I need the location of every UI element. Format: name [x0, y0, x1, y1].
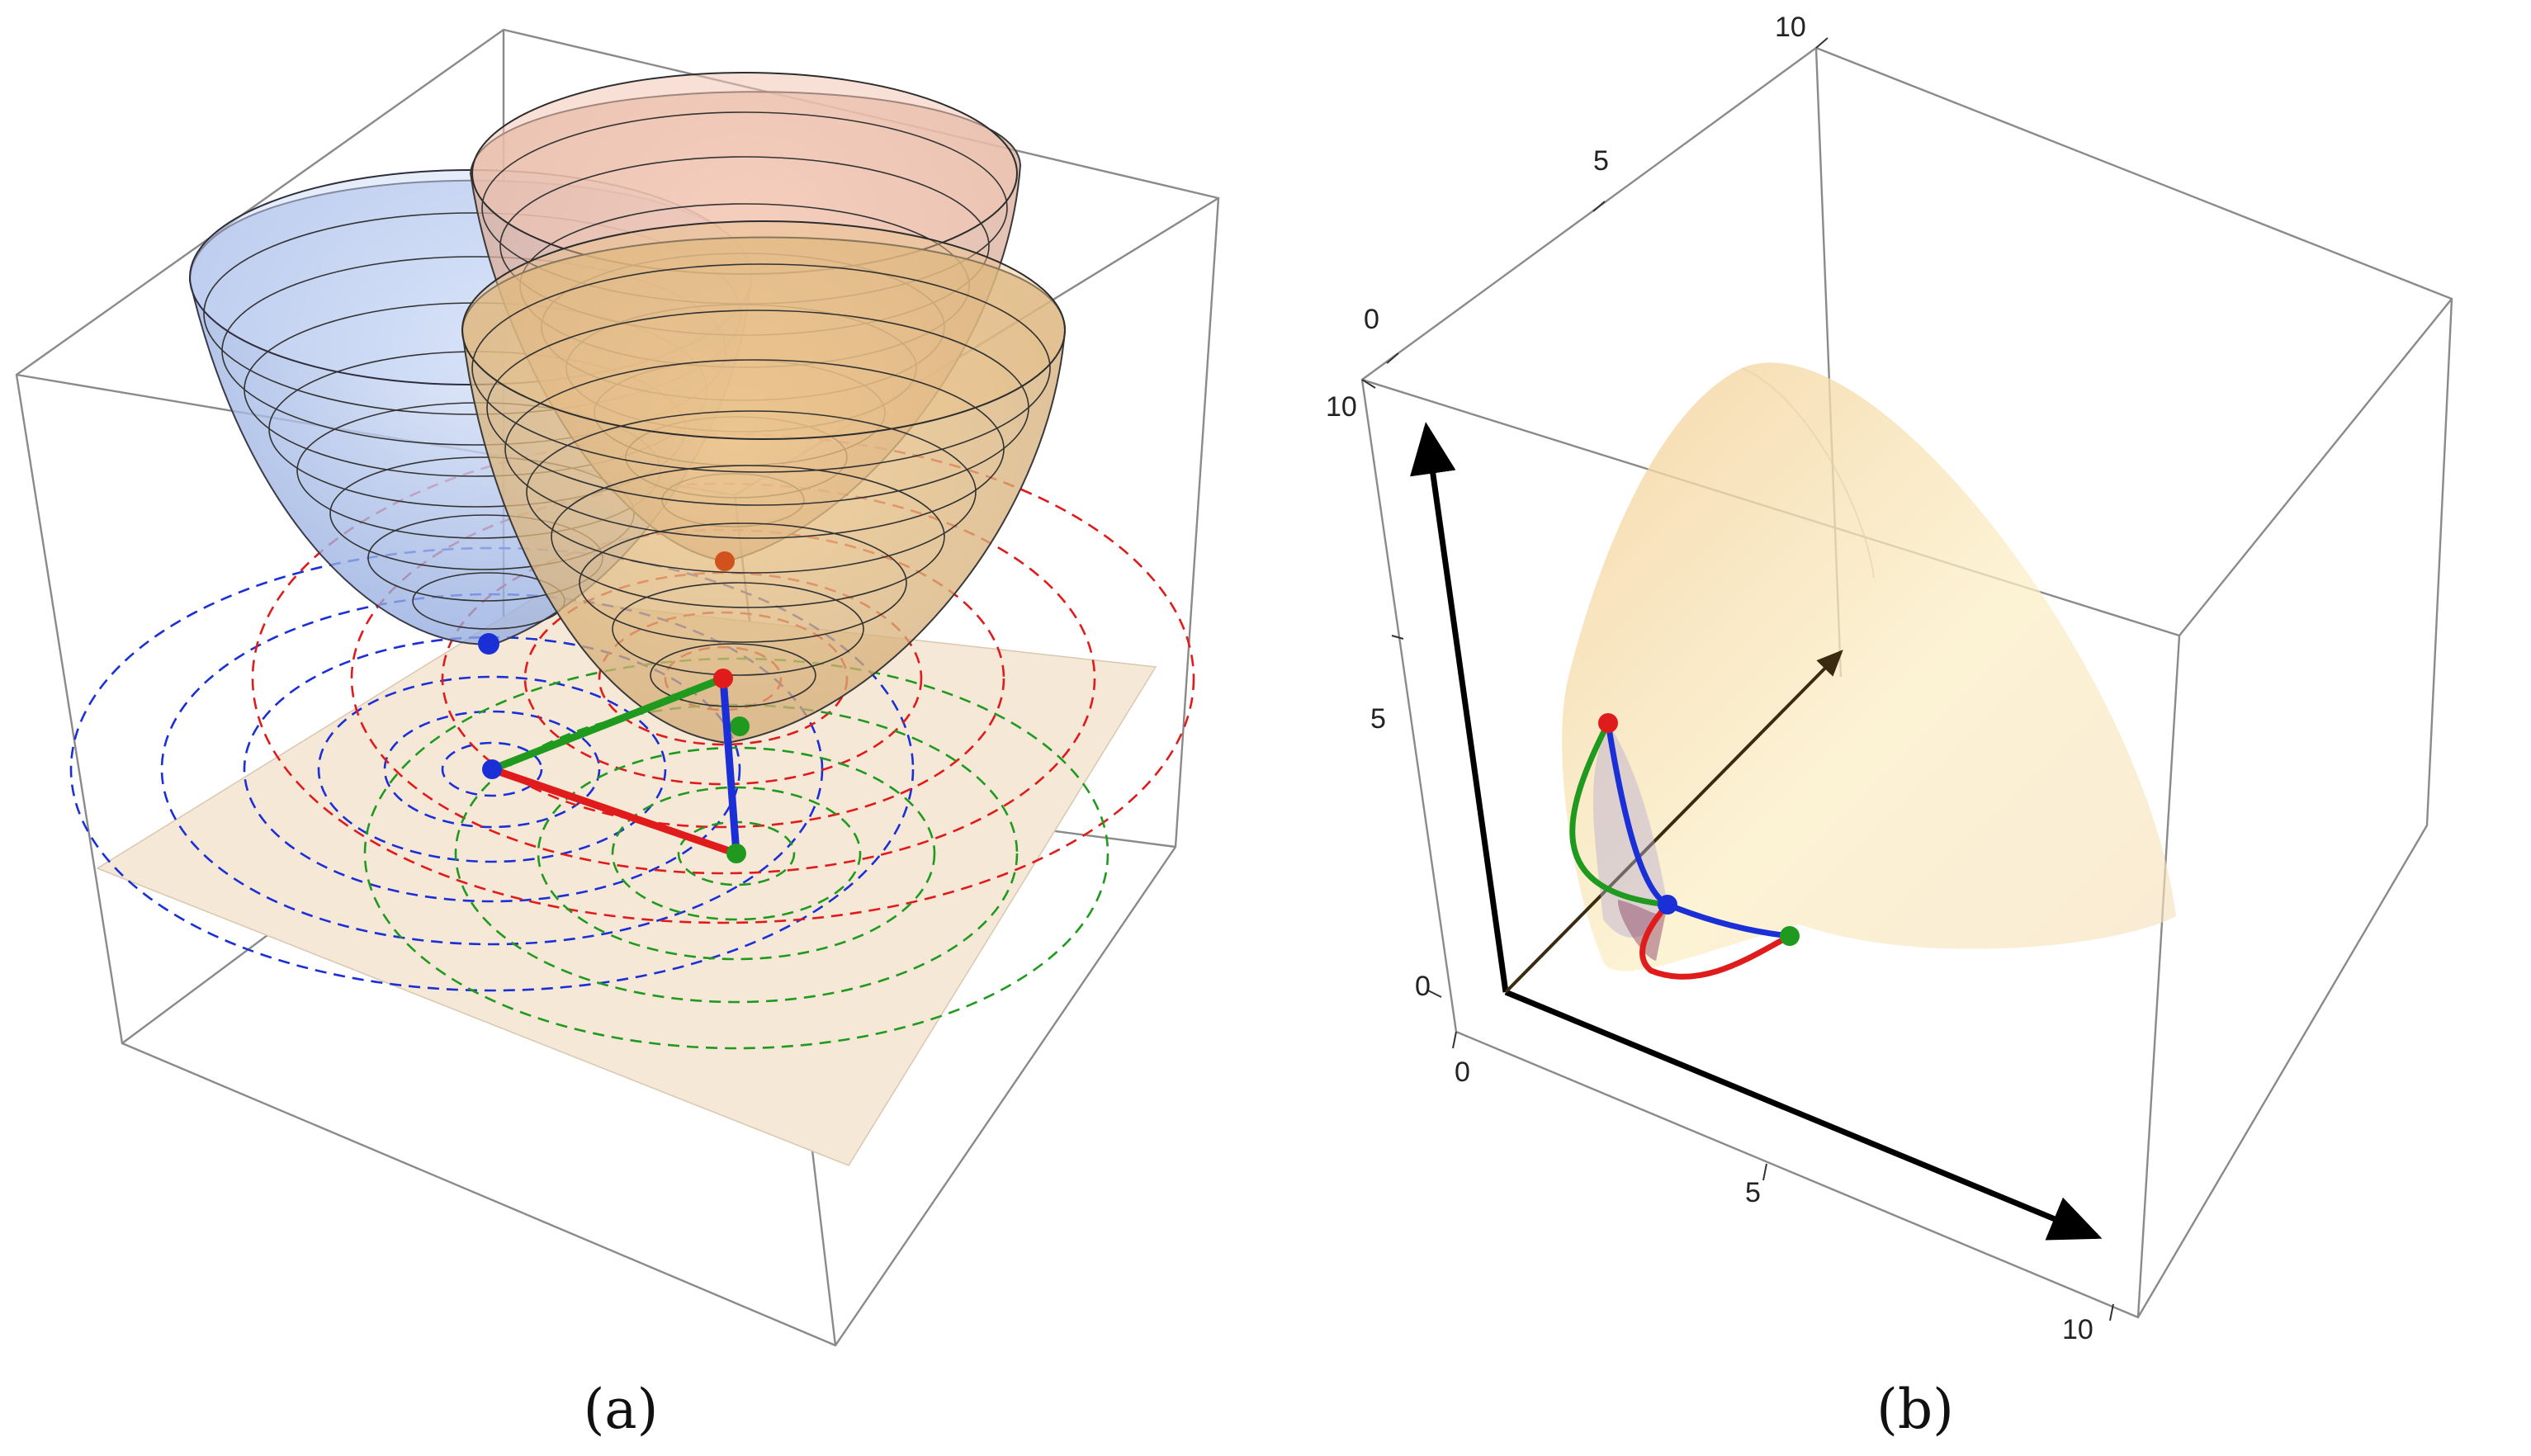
point-blue: [1658, 895, 1677, 915]
panel-label-a: (a): [584, 1378, 659, 1441]
y-tick-5: 5: [1593, 145, 1609, 177]
point-red: [1598, 713, 1618, 733]
curve-green: [1569, 720, 1671, 908]
orange-paraboloid: [461, 220, 1067, 745]
panel-a: (a): [15, 28, 1220, 1441]
triangle-a: [482, 669, 746, 863]
z-tick-10: 10: [1326, 391, 1357, 423]
y-tick-0: 0: [1364, 304, 1379, 335]
vertex-green: [726, 844, 746, 863]
y-axis-arrow: [1504, 650, 1843, 994]
curved-triangle-b: [1569, 713, 1800, 980]
panel-b: 10 5 0 0 5 10 0 5 10 (b): [1326, 12, 2453, 1441]
point-green: [1780, 926, 1800, 946]
x-tick-5: 5: [1745, 1177, 1761, 1208]
x-tick-10: 10: [2062, 1314, 2093, 1345]
z-tick-5: 5: [1370, 703, 1386, 735]
x-tick-0: 0: [1455, 1057, 1470, 1088]
x-axis-arrow: [1504, 989, 2103, 1241]
y-tick-10: 10: [1775, 12, 1806, 43]
vertex-blue: [482, 759, 502, 779]
panel-label-b: (b): [1876, 1378, 1954, 1441]
vertex-red: [713, 669, 733, 688]
z-tick-0: 0: [1415, 971, 1431, 1002]
axis-arrows: [1410, 422, 2103, 1241]
blue-bowl-minimum: [478, 633, 499, 655]
contour-plane: [96, 597, 1157, 1166]
cone-surface: [1562, 362, 2176, 971]
green-contours: [363, 657, 1109, 1050]
panel-b-ticks: [1361, 37, 2114, 1321]
green-bowl-minimum: [730, 716, 750, 736]
curve-red: [1639, 901, 1793, 980]
z-axis-arrow: [1410, 422, 1509, 993]
orange-bowl-minimum: [715, 551, 735, 571]
